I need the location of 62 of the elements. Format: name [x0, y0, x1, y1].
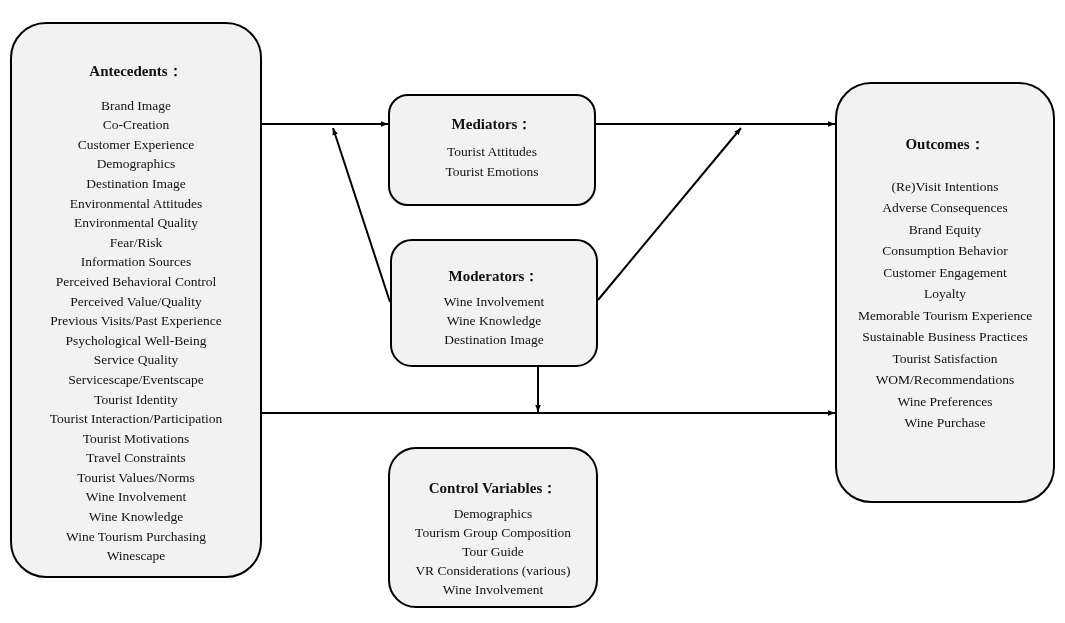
list-item: Loyalty	[924, 285, 966, 303]
list-item: Tourist Values/Norms	[77, 468, 195, 487]
list-item: Adverse Consequences	[882, 199, 1008, 217]
list-item: Servicescape/Eventscape	[68, 370, 204, 389]
list-item: (Re)Visit Intentions	[891, 177, 999, 196]
rounded-box	[10, 22, 262, 578]
box-heading: Outcomes：	[905, 135, 985, 154]
list-item: Psychological Well-Being	[65, 331, 207, 350]
list-item: Tourism Group Composition	[415, 524, 571, 542]
rounded-box	[390, 239, 598, 367]
list-item: Tourist Motivations	[82, 429, 190, 448]
list-item: Wine Involvement	[443, 293, 545, 311]
list-item: Demographics	[453, 505, 533, 523]
list-item: Brand Image	[100, 96, 172, 115]
list-item: Wine Involvement	[85, 488, 187, 507]
box-heading: Moderators：	[448, 267, 540, 286]
list-item: Winescape	[106, 547, 166, 566]
list-item: Perceived Value/Quality	[70, 292, 202, 311]
arrow	[332, 127, 391, 303]
list-item: Wine Preferences	[897, 392, 993, 411]
list-item: Wine Knowledge	[88, 508, 184, 527]
list-item: Wine Involvement	[442, 581, 544, 599]
list-item: Tourist Emotions	[445, 163, 539, 181]
list-item: Consumption Behavior	[882, 242, 1008, 260]
list-item: Tourist Interaction/Participation	[49, 410, 223, 429]
arrow	[595, 121, 836, 127]
list-item: Destination Image	[444, 331, 544, 349]
list-item: Fear/Risk	[109, 233, 163, 252]
list-item: Demographics	[96, 155, 176, 174]
box-heading: Control Variables：	[428, 479, 558, 498]
list-item: Tourist Attitudes	[446, 143, 538, 161]
list-item: Wine Knowledge	[446, 312, 542, 330]
arrow	[597, 127, 742, 301]
list-item: Co-Creation	[102, 116, 170, 135]
list-item: VR Considerations (various)	[415, 562, 571, 580]
list-item: Destination Image	[86, 174, 186, 193]
list-item: Customer Experience	[77, 135, 195, 154]
list-item: Tour Guide	[462, 543, 524, 561]
list-item: Brand Equity	[908, 220, 982, 239]
list-item: Information Sources	[80, 253, 192, 272]
list-item: Wine Purchase	[904, 414, 986, 432]
arrow	[261, 121, 389, 127]
arrow	[261, 410, 836, 416]
list-item: Wine Tourism Purchasing	[66, 527, 206, 546]
list-item: Sustainable Business Practices	[862, 328, 1028, 346]
list-item: Tourist Identity	[94, 390, 178, 409]
list-item: Previous Visits/Past Experience	[50, 312, 222, 331]
list-item: Customer Engagement	[883, 263, 1007, 282]
arrow	[535, 366, 541, 413]
rounded-box	[835, 82, 1055, 503]
box-heading: Mediators：	[451, 115, 533, 134]
list-item: Tourist Satisfaction	[892, 349, 998, 368]
list-item: Perceived Behavioral Control	[55, 272, 217, 291]
rounded-box	[388, 447, 598, 608]
list-item: Environmental Quality	[73, 214, 199, 233]
rounded-box	[388, 94, 596, 206]
box-heading: Antecedents：	[89, 62, 183, 81]
list-item: WOM/Recommendations	[875, 371, 1015, 389]
list-item: Service Quality	[93, 351, 179, 370]
list-item: Environmental Attitudes	[69, 194, 203, 213]
list-item: Travel Constraints	[86, 449, 186, 468]
list-item: Memorable Tourism Experience	[857, 306, 1033, 325]
